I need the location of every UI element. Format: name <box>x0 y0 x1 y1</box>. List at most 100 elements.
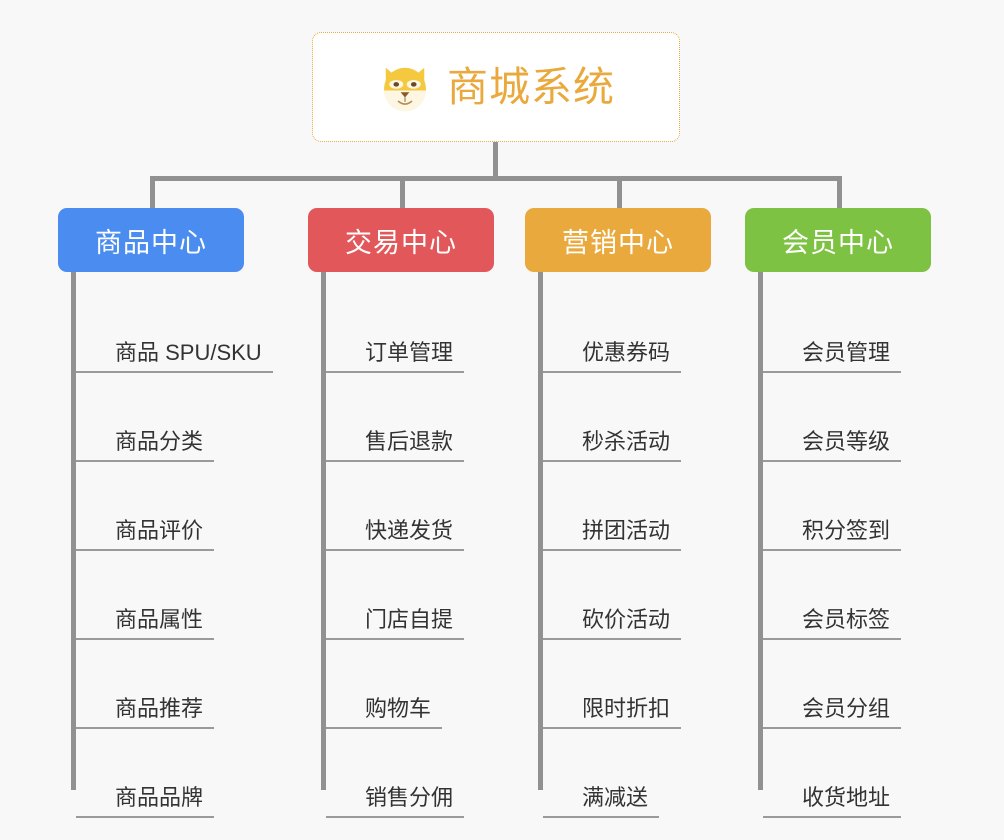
leaf-label: 商品分类 <box>115 428 204 454</box>
leaf-label: 商品评价 <box>115 517 204 543</box>
leaf-label: 订单管理 <box>365 339 454 365</box>
list-item[interactable]: 会员标签 <box>750 551 931 640</box>
leaf-label: 收货地址 <box>802 784 891 810</box>
connector-drop-1 <box>150 176 155 210</box>
leaf-rule <box>763 549 902 551</box>
leaf-label: 销售分佣 <box>365 784 454 810</box>
shiba-dog-emoji <box>384 67 426 112</box>
list-item[interactable]: 商品属性 <box>63 551 244 640</box>
list-item[interactable]: 销售分佣 <box>313 729 494 818</box>
list-item[interactable]: 优惠券码 <box>530 284 711 373</box>
list-item[interactable]: 满减送 <box>530 729 711 818</box>
trunk-line <box>321 272 326 790</box>
category-header-product[interactable]: 商品中心 <box>58 208 244 272</box>
list-item[interactable]: 限时折扣 <box>530 640 711 729</box>
leaf-label: 售后退款 <box>365 428 454 454</box>
leaf-rule <box>763 460 902 462</box>
leaf-label: 商品品牌 <box>115 784 204 810</box>
leaf-rule <box>763 727 902 729</box>
list-item[interactable]: 商品品牌 <box>63 729 244 818</box>
leaf-rule <box>543 371 682 373</box>
leaf-rule <box>763 371 902 373</box>
leaf-rule <box>76 460 215 462</box>
list-item[interactable]: 拼团活动 <box>530 462 711 551</box>
category-header-trade[interactable]: 交易中心 <box>308 208 494 272</box>
list-item[interactable]: 会员管理 <box>750 284 931 373</box>
leaf-list-trade: 订单管理 售后退款 快递发货 门店自提 购物车 销售分佣 <box>308 272 494 818</box>
category-column-product: 商品中心 商品 SPU/SKU 商品分类 商品评价 商品属性 商品推荐 <box>58 208 273 818</box>
category-label: 营销中心 <box>562 227 674 258</box>
leaf-label: 商品属性 <box>115 606 204 632</box>
leaf-rule <box>326 638 465 640</box>
leaf-label: 积分签到 <box>802 517 891 543</box>
list-item[interactable]: 会员等级 <box>750 373 931 462</box>
connector-drop-2 <box>400 176 405 210</box>
leaf-label: 商品推荐 <box>115 695 204 721</box>
category-column-trade: 交易中心 订单管理 售后退款 快递发货 门店自提 购物车 <box>308 208 494 818</box>
leaf-rule <box>76 816 215 818</box>
list-item[interactable]: 积分签到 <box>750 462 931 551</box>
list-item[interactable]: 商品评价 <box>63 462 244 551</box>
leaf-label: 拼团活动 <box>582 517 671 543</box>
leaf-rule <box>543 727 682 729</box>
leaf-list-product: 商品 SPU/SKU 商品分类 商品评价 商品属性 商品推荐 商品品牌 <box>58 272 273 818</box>
category-column-member: 会员中心 会员管理 会员等级 积分签到 会员标签 会员分组 <box>745 208 931 818</box>
leaf-label: 快递发货 <box>365 517 454 543</box>
leaf-rule <box>76 549 215 551</box>
list-item[interactable]: 门店自提 <box>313 551 494 640</box>
leaf-rule <box>76 638 215 640</box>
leaf-rule <box>763 638 902 640</box>
leaf-label: 商品 SPU/SKU <box>115 339 262 365</box>
connector-drop-3 <box>617 176 622 210</box>
category-label: 商品中心 <box>95 227 207 258</box>
connector-root-stem <box>493 142 498 180</box>
list-item[interactable]: 砍价活动 <box>530 551 711 640</box>
leaf-label: 满减送 <box>582 784 649 810</box>
leaf-list-member: 会员管理 会员等级 积分签到 会员标签 会员分组 收货地址 <box>745 272 931 818</box>
category-header-marketing[interactable]: 营销中心 <box>525 208 711 272</box>
list-item[interactable]: 售后退款 <box>313 373 494 462</box>
leaf-label: 会员等级 <box>802 428 891 454</box>
trunk-line <box>71 272 76 790</box>
leaf-rule <box>543 549 682 551</box>
leaf-rule <box>326 549 465 551</box>
leaf-label: 购物车 <box>365 695 432 721</box>
list-item[interactable]: 商品推荐 <box>63 640 244 729</box>
leaf-rule <box>326 460 465 462</box>
connector-horizontal-bus <box>150 176 842 181</box>
list-item[interactable]: 商品 SPU/SKU <box>63 284 273 373</box>
root-node[interactable]: 商城系统 <box>312 32 680 142</box>
category-header-member[interactable]: 会员中心 <box>745 208 931 272</box>
leaf-label: 优惠券码 <box>582 339 671 365</box>
leaf-label: 砍价活动 <box>582 606 671 632</box>
list-item[interactable]: 购物车 <box>313 640 494 729</box>
leaf-label: 秒杀活动 <box>582 428 671 454</box>
leaf-rule <box>543 460 682 462</box>
list-item[interactable]: 秒杀活动 <box>530 373 711 462</box>
leaf-label: 限时折扣 <box>582 695 671 721</box>
list-item[interactable]: 快递发货 <box>313 462 494 551</box>
trunk-line <box>538 272 543 790</box>
leaf-label: 会员标签 <box>802 606 891 632</box>
root-title: 商城系统 <box>447 63 615 110</box>
leaf-label: 门店自提 <box>365 606 454 632</box>
list-item[interactable]: 会员分组 <box>750 640 931 729</box>
trunk-line <box>758 272 763 790</box>
list-item[interactable]: 收货地址 <box>750 729 931 818</box>
leaf-rule <box>543 816 660 818</box>
category-label: 交易中心 <box>345 227 457 258</box>
category-label: 会员中心 <box>782 227 894 258</box>
leaf-label: 会员管理 <box>802 339 891 365</box>
list-item[interactable]: 订单管理 <box>313 284 494 373</box>
leaf-rule <box>76 727 215 729</box>
leaf-rule <box>76 371 273 373</box>
connector-drop-4 <box>837 176 842 210</box>
leaf-rule <box>326 816 465 818</box>
leaf-rule <box>326 727 443 729</box>
leaf-label: 会员分组 <box>802 695 891 721</box>
leaf-rule <box>763 816 902 818</box>
list-item[interactable]: 商品分类 <box>63 373 244 462</box>
leaf-list-marketing: 优惠券码 秒杀活动 拼团活动 砍价活动 限时折扣 满减送 <box>525 272 711 818</box>
leaf-rule <box>326 371 465 373</box>
